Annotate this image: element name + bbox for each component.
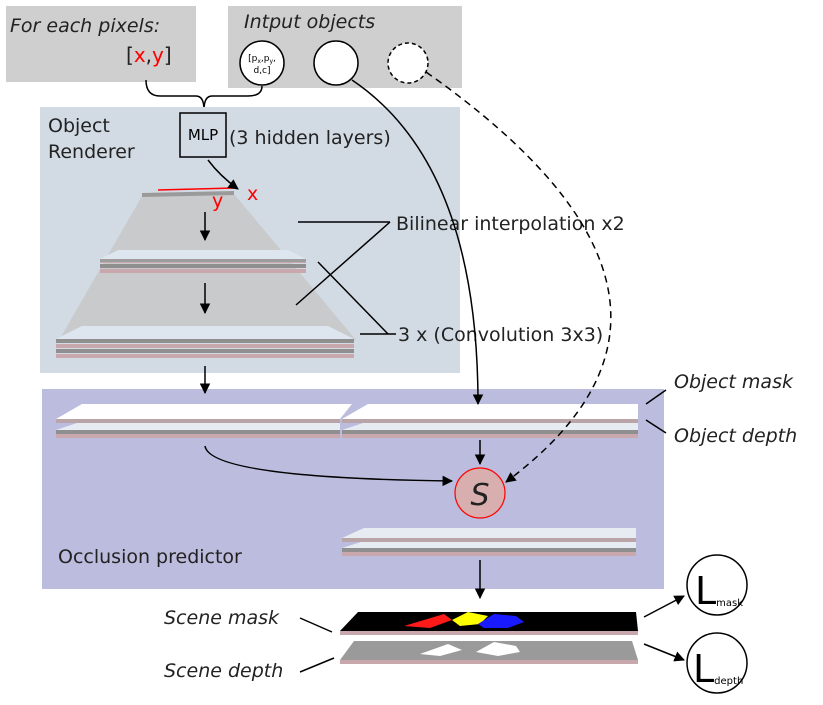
scene-depth-label: Scene depth — [164, 660, 283, 682]
scene-mask-pointer — [299, 617, 333, 633]
previous-objects-slab — [342, 404, 638, 438]
scene-depth-pointer — [299, 657, 335, 673]
input-objects-title: Intput objects — [244, 11, 375, 33]
object-depth-pointer — [645, 419, 667, 434]
pixel-axis-y: y — [212, 190, 223, 212]
depth-loss-label: Ldepth — [693, 647, 743, 691]
pixel-axis-x: x — [247, 183, 258, 205]
occlusion-output-slab — [342, 528, 636, 556]
interp-label: Bilinear interpolation x2 — [396, 213, 625, 235]
occlusion-title: Occlusion predictor — [58, 546, 242, 568]
pixel-axis-line — [157, 187, 235, 191]
renderer-title-line2: Renderer — [48, 141, 135, 163]
pixels-title: For each pixels: — [10, 15, 160, 37]
annotation-lines — [295, 221, 396, 335]
object-depth-label: Object depth — [674, 425, 797, 447]
scene-mask-slab — [340, 612, 638, 635]
arrow-depth-to-loss — [643, 643, 685, 662]
s-combine-node — [454, 467, 506, 519]
arrow-object-to-s — [204, 445, 454, 487]
object-mask-label: Object mask — [674, 371, 794, 393]
arrow-object-circle-path — [351, 79, 484, 406]
object-params-line1: [px,py, — [248, 54, 276, 65]
conv-label: 3 x (Convolution 3x3) — [398, 324, 603, 346]
mlp-to-pixel-arrow — [207, 159, 239, 190]
mlp-label: MLP — [188, 126, 218, 144]
mlp-box — [179, 112, 227, 158]
scene-mask-label: Scene mask — [164, 607, 280, 629]
feature-slab-1 — [142, 191, 234, 197]
pixels-panel — [6, 6, 196, 82]
mlp-note: (3 hidden layers) — [229, 127, 391, 149]
arrow-dashed-object-path — [425, 71, 612, 483]
scene-depth-slab — [340, 641, 638, 664]
feature-stack-bottom — [56, 326, 354, 358]
depth-loss-node — [686, 632, 748, 694]
object-params-line2: d,c] — [253, 66, 270, 76]
pixel-coordinate: [x,y] — [126, 43, 172, 67]
object-mask-pointer — [645, 389, 667, 405]
s-label: S — [470, 478, 489, 513]
object-circle — [313, 40, 359, 86]
object-params-circle — [239, 40, 285, 86]
arrow-mask-to-loss — [643, 595, 685, 618]
feature-stack-mid — [100, 250, 306, 273]
object-circle-dashed — [387, 42, 429, 84]
mask-loss-node — [686, 554, 748, 616]
mask-loss-label: Lmask — [695, 569, 743, 613]
rendered-object-slab — [56, 404, 352, 438]
renderer-title-line1: Object — [48, 115, 110, 137]
